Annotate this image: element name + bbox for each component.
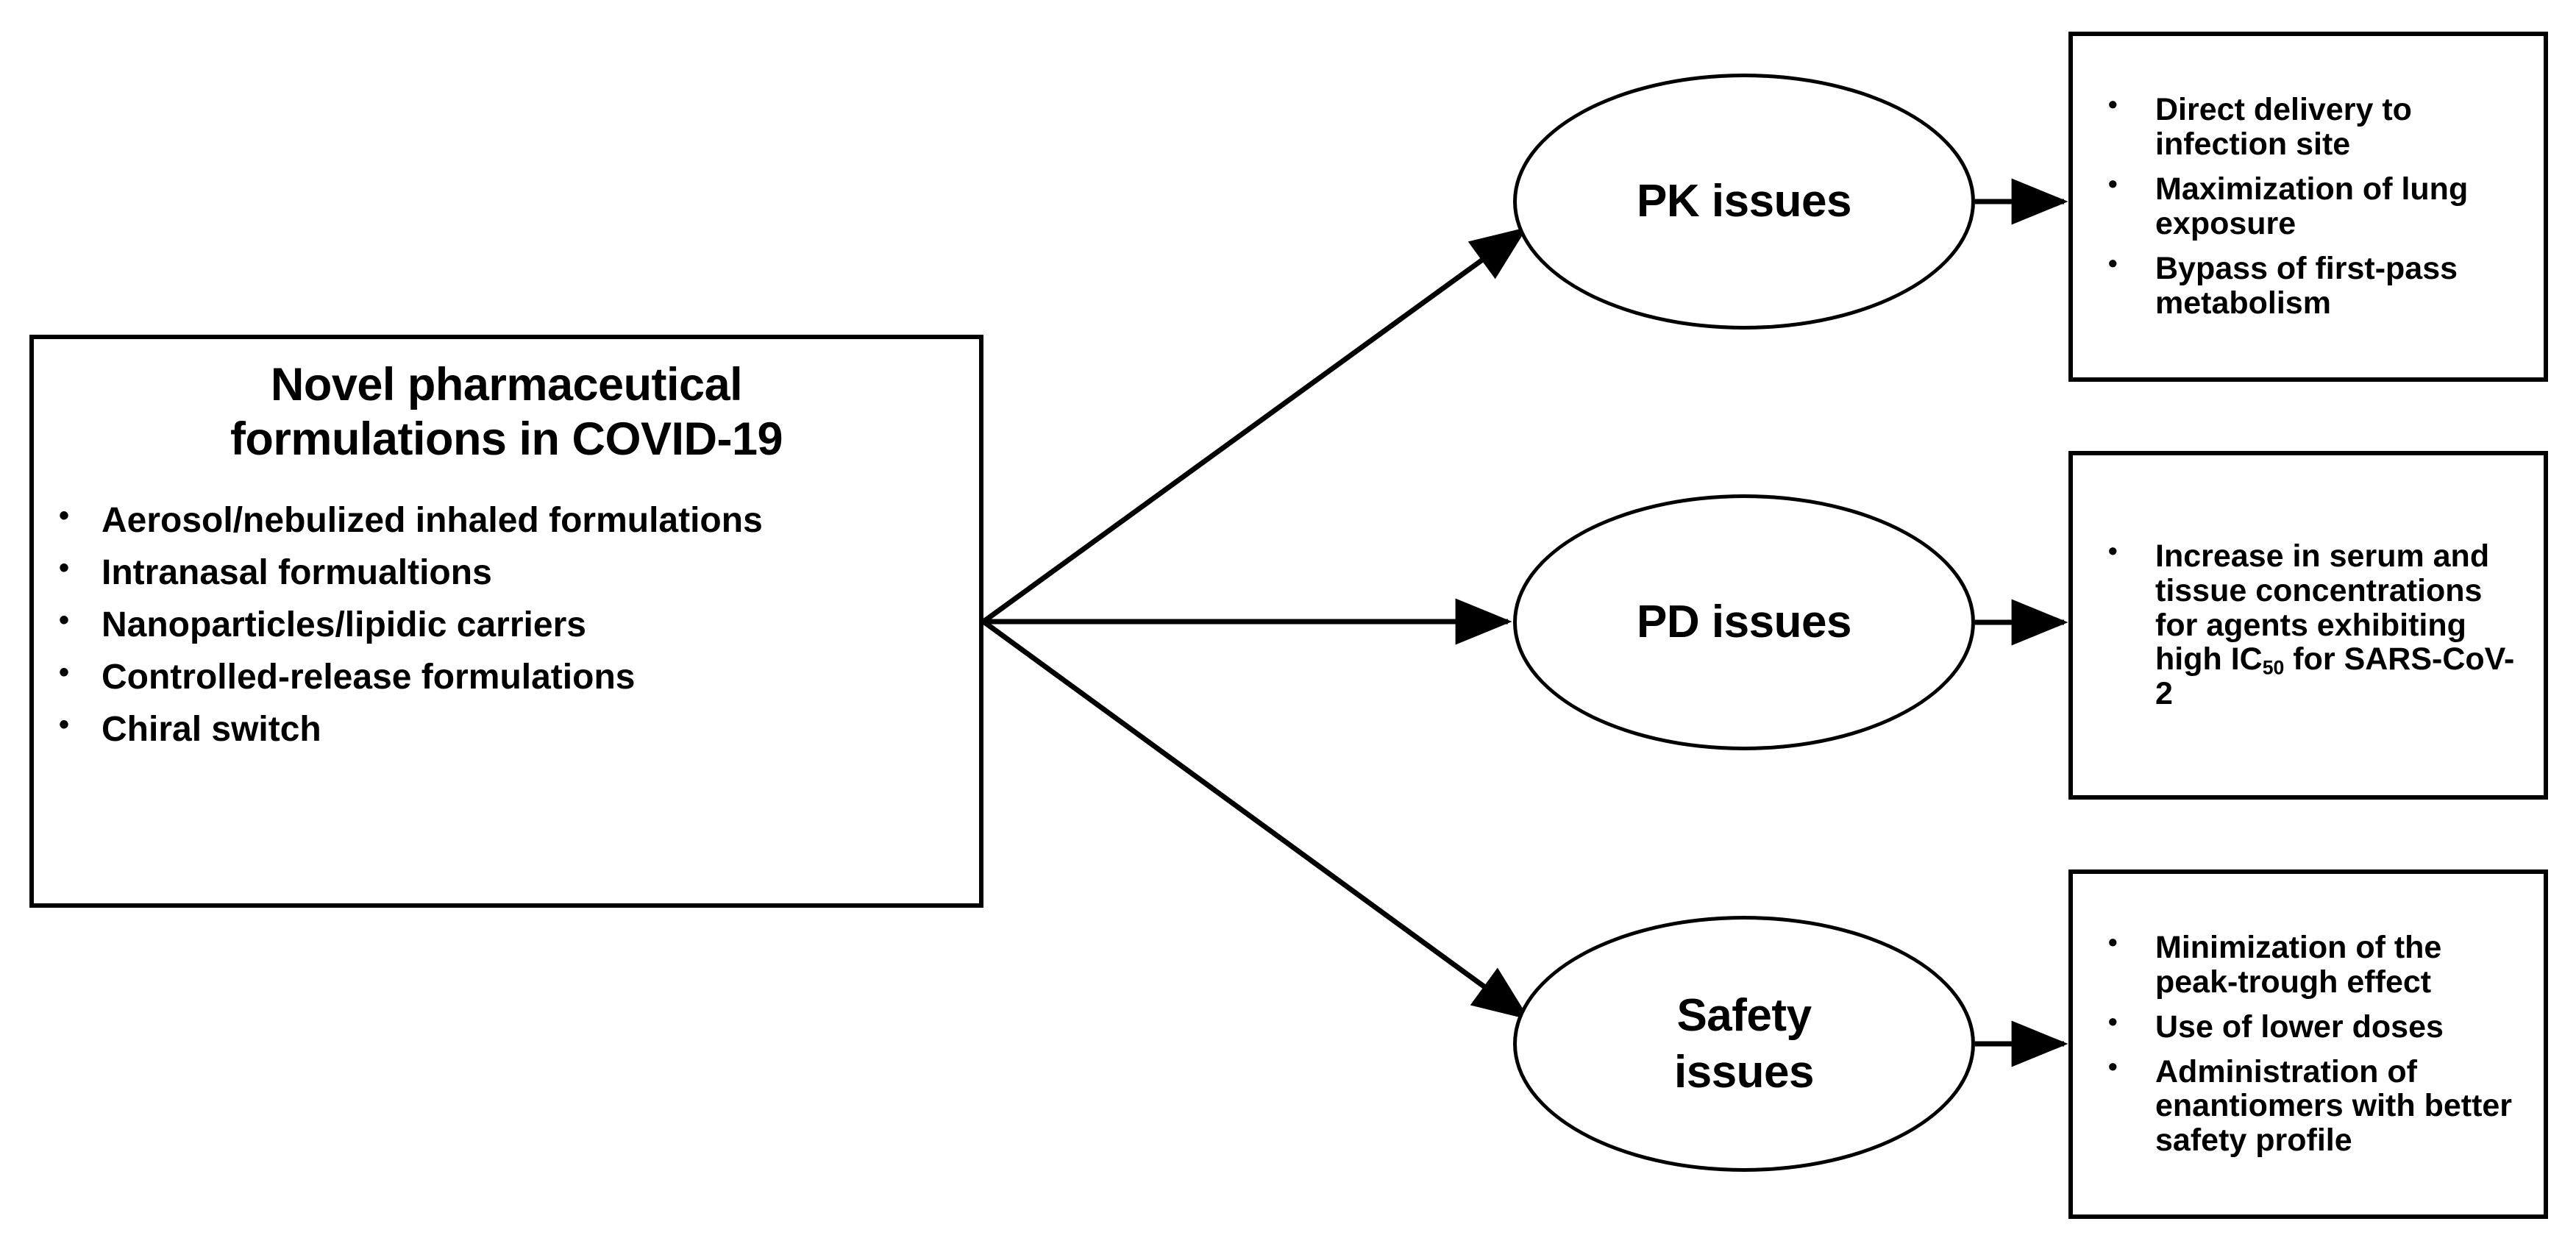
outcome-list-pd: Increase in serum and tissue concentrati… bbox=[2073, 536, 2544, 712]
list-item: Use of lower doses bbox=[2102, 1007, 2527, 1045]
list-item: Controlled-release formulations bbox=[54, 658, 964, 695]
outcome-box-pk: Direct delivery to infection site Maximi… bbox=[2068, 32, 2548, 382]
source-heading-line-2: formulations in COVID-19 bbox=[230, 413, 783, 465]
node-label-line: issues bbox=[1673, 1047, 1815, 1098]
list-item: Intranasal formualtions bbox=[54, 553, 964, 591]
node-label-pk: PK issues bbox=[1637, 173, 1851, 230]
node-label-pd: PD issues bbox=[1637, 594, 1851, 651]
list-item: Nanoparticles/lipidic carriers bbox=[54, 605, 964, 643]
source-heading-line-1: Novel pharmaceutical bbox=[270, 359, 743, 410]
list-item: Maximization of lung exposure bbox=[2102, 169, 2527, 241]
list-item: Bypass of first-pass metabolism bbox=[2102, 249, 2527, 321]
node-label-line: PD issues bbox=[1637, 597, 1851, 648]
outcome-box-safety: Minimization of the peak-trough effect U… bbox=[2068, 869, 2548, 1219]
outcome-list-pk: Direct delivery to infection site Maximi… bbox=[2073, 90, 2544, 321]
source-bullet-list: Aerosol/nebulized inhaled formulations I… bbox=[34, 501, 979, 747]
outcome-list-safety: Minimization of the peak-trough effect U… bbox=[2073, 928, 2544, 1159]
outcome-subscript: 50 bbox=[2262, 656, 2285, 679]
outcome-box-pd: Increase in serum and tissue concentrati… bbox=[2068, 451, 2548, 800]
source-node-box: Novel pharmaceutical formulations in COV… bbox=[29, 335, 983, 908]
node-ellipse-pd: PD issues bbox=[1513, 494, 1975, 750]
arrow-source-to-pk bbox=[981, 227, 1528, 624]
outcome-text-post: for SARS-CoV-2 bbox=[2155, 641, 2515, 712]
node-label-line: PK issues bbox=[1637, 176, 1851, 227]
list-item: Chiral switch bbox=[54, 710, 964, 747]
list-item: Direct delivery to infection site bbox=[2102, 90, 2527, 162]
node-label-safety: Safety issues bbox=[1673, 987, 1815, 1101]
list-item: Increase in serum and tissue concentrati… bbox=[2102, 536, 2527, 712]
list-item: Administration of enantiomers with bette… bbox=[2102, 1052, 2527, 1159]
list-item: Minimization of the peak-trough effect bbox=[2102, 928, 2527, 1000]
list-item: Aerosol/nebulized inhaled formulations bbox=[54, 501, 964, 538]
node-ellipse-safety: Safety issues bbox=[1513, 916, 1975, 1172]
node-label-line: Safety bbox=[1676, 989, 1812, 1041]
outcome-text-pre: Increase in serum and tissue concentrati… bbox=[2155, 538, 2490, 677]
arrow-source-to-safety bbox=[981, 619, 1530, 1020]
source-heading: Novel pharmaceutical formulations in COV… bbox=[34, 339, 979, 466]
node-ellipse-pk: PK issues bbox=[1513, 74, 1975, 330]
